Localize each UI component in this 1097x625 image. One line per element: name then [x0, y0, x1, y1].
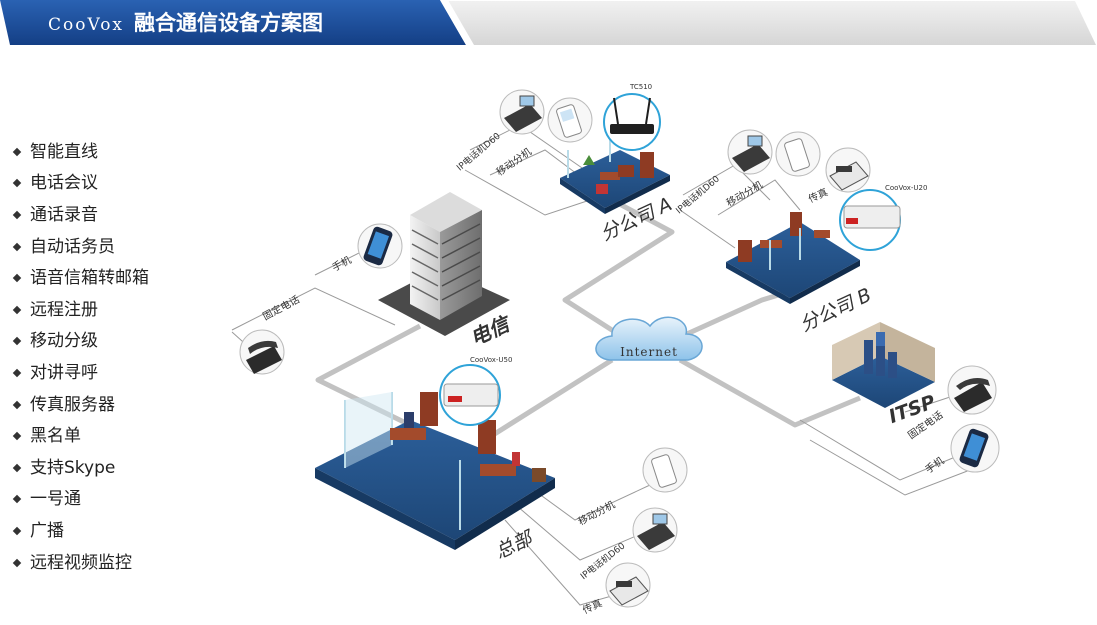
telecom-mobile: [357, 223, 403, 269]
hq-office: [315, 392, 555, 550]
list-item: 对讲寻呼: [12, 357, 149, 389]
list-item: 广播: [12, 515, 149, 547]
list-item: 一号通: [12, 484, 149, 516]
branch-b-mobile-ext-label: 移动分机: [724, 178, 765, 209]
branch-b-device-label: CooVox-U20: [885, 184, 927, 192]
list-item: 语音信箱转邮箱: [12, 262, 149, 294]
branch-a-office: [560, 130, 670, 214]
list-item: 黑名单: [12, 420, 149, 452]
branch-a-router: [603, 93, 661, 151]
branch-a-ip-phone-label: IP电话机D60: [454, 130, 503, 174]
telecom-landline-phone: [239, 329, 285, 375]
title-text: 融合通信设备方案图: [134, 11, 324, 35]
hq-ip-phone: [632, 507, 678, 553]
list-item: 远程注册: [12, 294, 149, 326]
telecom-landline-label: 固定电话: [260, 293, 301, 323]
hq-pbx-device: [439, 364, 501, 426]
hq-label: 总部: [492, 526, 538, 563]
itsp-mobile-label: 手机: [923, 454, 947, 476]
building-windows: [411, 223, 481, 301]
itsp-landline-phone: [947, 365, 997, 415]
list-item: 电话会议: [12, 168, 149, 200]
internet-label: Internet: [620, 345, 678, 359]
branch-a-mobile-ext: [547, 97, 593, 143]
branch-b-ip-phone-label: IP电话机D60: [673, 173, 722, 217]
telecom-building: 电信: [378, 192, 515, 350]
branch-b-pbx-device: [839, 189, 901, 251]
hq-mobile-ext-label: 移动分机: [576, 498, 617, 528]
page-title: CooVox 融合通信设备方案图: [48, 6, 323, 40]
telecom-mobile-label: 手机: [330, 253, 354, 274]
itsp-datacenter: [832, 322, 935, 408]
branch-b-fax: [825, 147, 871, 193]
hq-fax: [605, 562, 651, 608]
feature-list: 智能直线 电话会议 通话录音 自动话务员 语音信箱转邮箱 远程注册 移动分级 对…: [12, 136, 149, 579]
branch-a-mobile-ext-label: 移动分机: [494, 145, 534, 179]
hq-mobile-ext: [642, 447, 688, 493]
branch-b-office: [726, 212, 860, 304]
list-item: 移动分级: [12, 326, 149, 358]
backbone-lines: [315, 197, 861, 443]
list-item: 远程视频监控: [12, 547, 149, 579]
hq-device-label: CooVox-U50: [470, 356, 512, 364]
list-item: 智能直线: [12, 136, 149, 168]
branch-a-device-label: TC510: [629, 83, 652, 91]
branch-b-mobile-ext: [775, 131, 821, 177]
header-banner: [0, 0, 1096, 45]
list-item: 传真服务器: [12, 389, 149, 421]
internet-cloud: Internet: [595, 316, 703, 361]
branch-a-ip-phone: [499, 89, 545, 135]
itsp-mobile: [950, 423, 1000, 473]
list-item: 自动话务员: [12, 231, 149, 263]
branch-b-fax-label: 传真: [806, 185, 830, 205]
list-item: 支持Skype: [12, 452, 149, 484]
list-item: 通话录音: [12, 199, 149, 231]
brand-name: CooVox: [48, 15, 125, 35]
branch-b-ip-phone: [727, 129, 773, 175]
